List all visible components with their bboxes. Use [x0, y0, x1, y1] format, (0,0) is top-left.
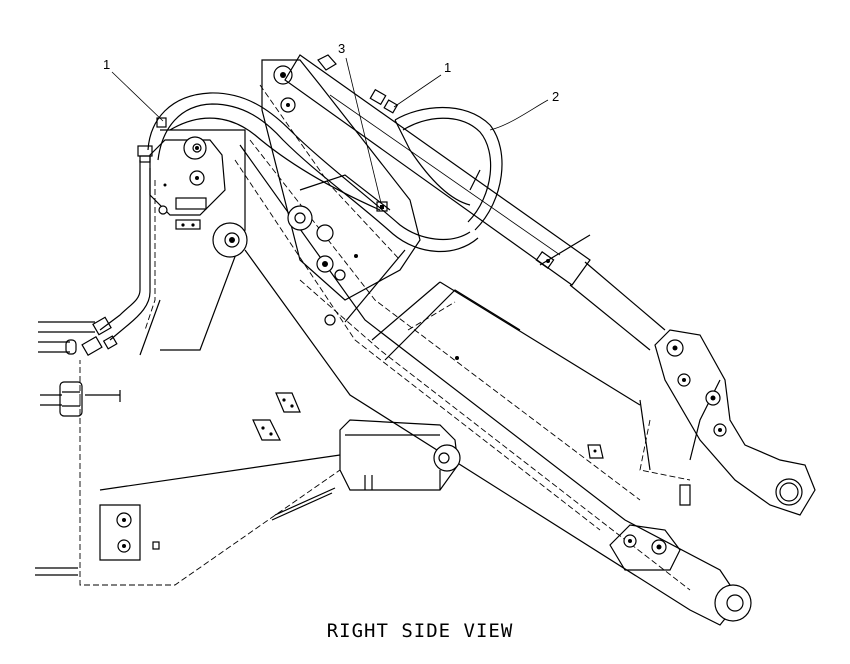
- bellcrank: [259, 59, 421, 326]
- loader-frame: [35, 129, 341, 586]
- callout-label-1-left: 1: [103, 57, 110, 72]
- lift-arm: [234, 139, 752, 626]
- tilt-lever: [639, 329, 816, 516]
- callout-label-3: 3: [338, 41, 345, 56]
- callout-leaders: [111, 57, 549, 204]
- lower-mount-bracket: [271, 419, 461, 521]
- view-title: RIGHT SIDE VIEW: [327, 620, 514, 642]
- callout-label-1-right: 1: [444, 60, 451, 75]
- hose-assembly: [65, 88, 503, 357]
- tilt-cylinder: [284, 54, 666, 351]
- frame-pins: [116, 136, 248, 553]
- callout-label-2: 2: [552, 89, 559, 104]
